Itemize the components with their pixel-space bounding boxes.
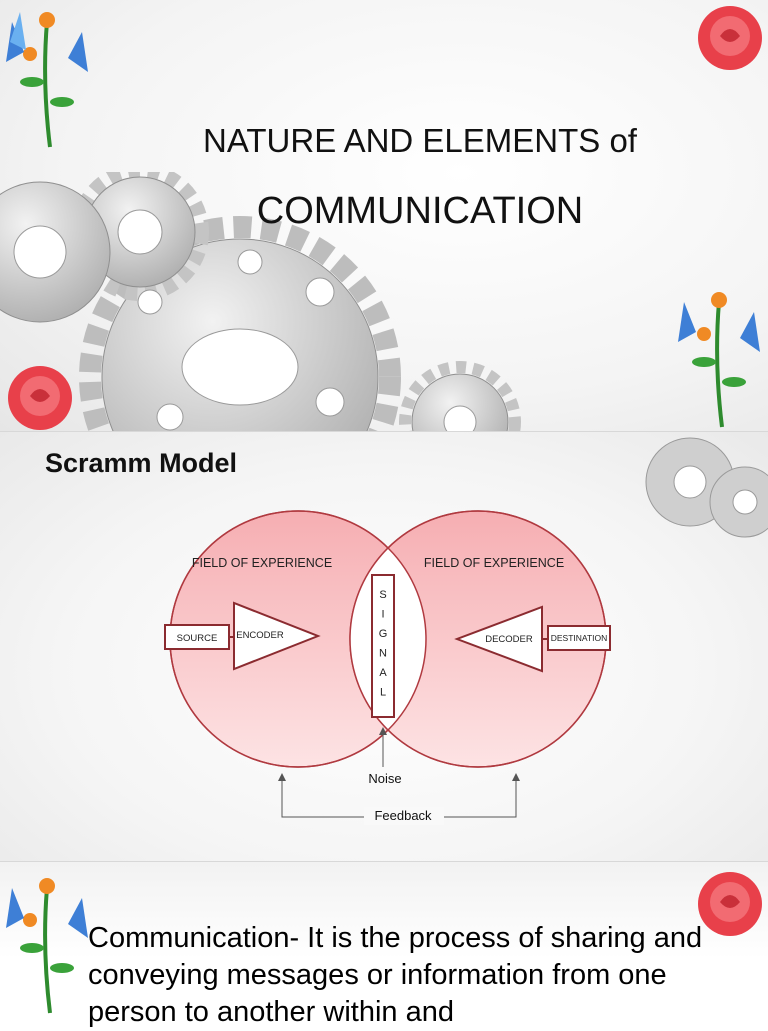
definition-text: Communication- It is the process of shar…	[88, 922, 703, 1028]
slide-title-line1: NATURE AND ELEMENTS of	[203, 122, 637, 159]
signal-letter: G	[379, 628, 388, 640]
gear-cluster	[0, 172, 521, 432]
butterfly-flower-icon	[6, 878, 88, 1014]
encoder-triangle	[233, 601, 321, 671]
signal-letter: I	[381, 609, 384, 621]
field-label-right: FIELD OF EXPERIENCE	[424, 556, 564, 570]
rose-icon	[8, 366, 72, 430]
signal-letter: N	[379, 648, 387, 660]
butterfly-flower-icon	[6, 12, 88, 148]
noise-label: Noise	[368, 771, 401, 786]
definition-slide	[0, 862, 768, 1024]
scramm-diagram: FIELD OF EXPERIENCE FIELD OF EXPERIENCE …	[164, 510, 611, 825]
rose-icon	[698, 872, 762, 936]
signal-letter: S	[379, 589, 386, 601]
encoder-label: ENCODER	[236, 630, 284, 641]
signal-letter: A	[379, 667, 387, 679]
signal-box	[371, 574, 395, 718]
slide-title-line2: COMMUNICATION	[256, 190, 584, 232]
section-heading: Scramm Model	[45, 448, 238, 478]
destination-box	[547, 625, 611, 651]
source-box	[164, 624, 230, 650]
title-slide: NATURE AND ELEMENTS of COMMUNICATION	[0, 0, 768, 432]
field-label-left: FIELD OF EXPERIENCE	[192, 556, 332, 570]
butterfly-flower-icon	[678, 292, 760, 428]
gear-cluster	[645, 437, 768, 538]
rose-icon	[698, 6, 762, 70]
source-label: SOURCE	[177, 633, 218, 644]
destination-label: DESTINATION	[551, 633, 608, 643]
signal-letter: L	[380, 687, 386, 699]
decoder-label: DECODER	[485, 634, 533, 645]
feedback-label: Feedback	[374, 808, 432, 823]
